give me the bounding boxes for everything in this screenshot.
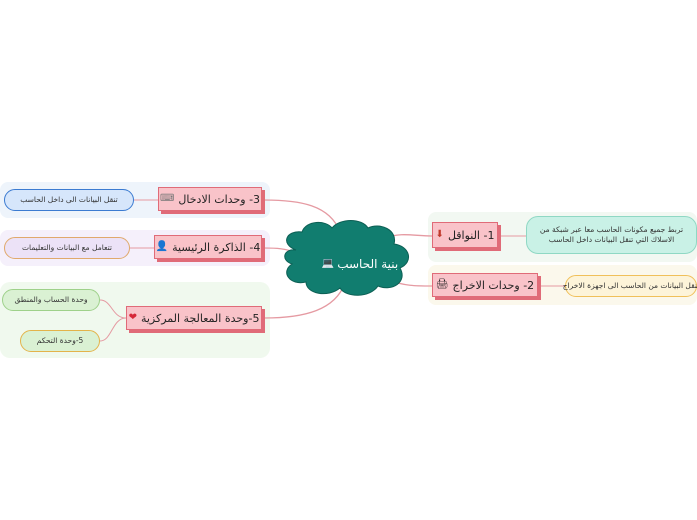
branch-node-cpu-label: 5-وحدة المعالجة المركزية <box>140 311 260 325</box>
leaf-alu[interactable]: وحدة الحساب والمنطق <box>2 289 100 311</box>
center-topic-label: بنية الحاسب <box>337 257 399 271</box>
branch-node-input-units[interactable]: 3- وحدات الادخال ⌨ <box>158 187 262 211</box>
down-arrow-icon: ⬇ <box>435 229 444 240</box>
person-icon: 👤 <box>155 241 169 252</box>
branch-node-buses-label: 1- النواقل <box>447 228 495 242</box>
branch-node-main-memory[interactable]: 4- الذاكرة الرئيسية 👤 <box>154 235 262 259</box>
heart-icon: ❤ <box>128 312 137 323</box>
leaf-buses-desc-line2: الاسلاك التي تنقل البيانات داخل الحاسب <box>548 235 675 244</box>
leaf-buses-desc-line1: تربط جميع مكونات الحاسب معا عبر شبكة من <box>539 224 684 234</box>
printer-icon: 🖨 <box>435 279 449 290</box>
center-cloud <box>284 220 409 296</box>
keyboard-icon: ⌨ <box>159 193 175 204</box>
laptop-icon: 💻 <box>321 258 335 269</box>
link-b5-alu <box>99 299 127 319</box>
leaf-control-unit[interactable]: 5-وحدة التحكم <box>20 330 100 352</box>
leaf-output-desc-text: تنقل البيانات من الحاسب الى اجهزة الاخرا… <box>562 280 697 290</box>
link-center-b5 <box>263 282 346 319</box>
leaf-alu-text: وحدة الحساب والمنطق <box>14 294 88 304</box>
branch-node-output-units-label: 2- وحدات الاخراج <box>452 278 535 292</box>
link-b5-cu <box>99 317 127 342</box>
leaf-memory-desc[interactable]: تتعامل مع البيانات والتعليمات <box>4 237 130 259</box>
leaf-input-desc-text: تنقل البيانات الى داخل الحاسب <box>20 194 118 204</box>
center-topic[interactable]: بنية الحاسب 💻 <box>310 253 410 275</box>
leaf-output-desc[interactable]: تنقل البيانات من الحاسب الى اجهزة الاخرا… <box>562 275 697 297</box>
branch-node-output-units[interactable]: 2- وحدات الاخراج 🖨 <box>432 273 538 297</box>
leaf-input-desc[interactable]: تنقل البيانات الى داخل الحاسب <box>4 189 134 211</box>
branch-node-buses[interactable]: 1- النواقل ⬇ <box>432 222 498 248</box>
leaf-control-unit-text: 5-وحدة التحكم <box>36 335 84 345</box>
branch-node-main-memory-label: 4- الذاكرة الرئيسية <box>172 240 261 254</box>
leaf-memory-desc-text: تتعامل مع البيانات والتعليمات <box>21 242 113 252</box>
branch-node-input-units-label: 3- وحدات الادخال <box>178 192 261 206</box>
branch-node-cpu[interactable]: 5-وحدة المعالجة المركزية ❤ <box>126 306 262 330</box>
leaf-buses-desc[interactable]: تربط جميع مكونات الحاسب معا عبر شبكة من … <box>526 216 697 254</box>
